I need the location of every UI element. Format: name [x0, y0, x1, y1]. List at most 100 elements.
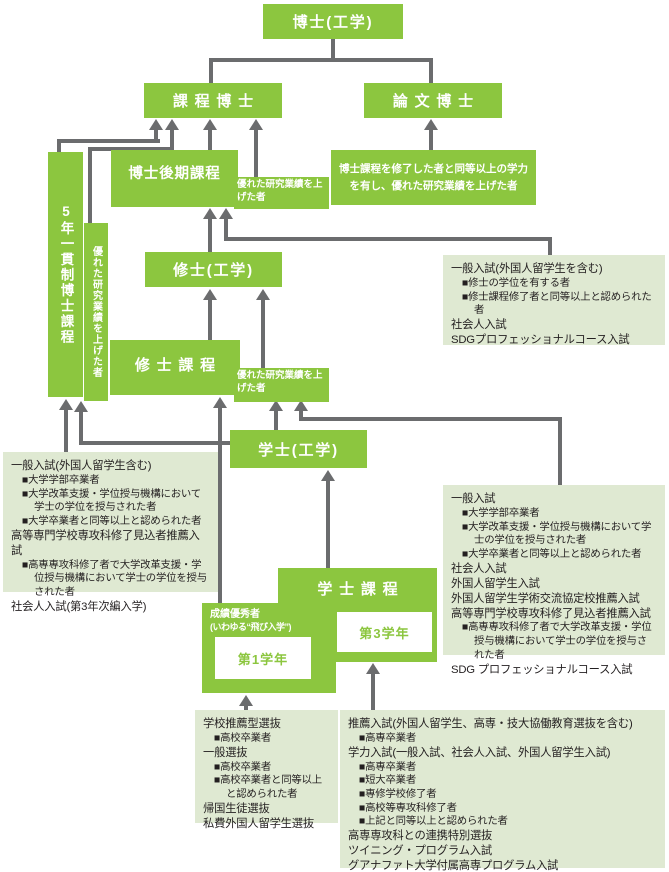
admission-exam-name: 社会人入試 [451, 562, 507, 575]
arrow-up-icon [239, 695, 253, 706]
admission-exam-name: 帰国生徒選抜 [203, 802, 270, 815]
arrow-up-icon [219, 208, 233, 219]
admission-exam-name: 社会人入試 [451, 319, 507, 332]
connector-line [299, 417, 562, 421]
connector-line [170, 130, 174, 151]
connector-line [64, 410, 68, 452]
arrow-up-icon [203, 289, 217, 300]
admission-exam-name: SDG プロフェッショナルコース入試 [451, 663, 633, 676]
admission-requirement-item: ■大学卒業者と同等以上と認められた者 [462, 549, 642, 561]
node-master-engineering: 修士(工学) [145, 252, 282, 287]
arrow-up-icon [74, 401, 88, 412]
admission-exam-name: SDGプロフェッショナルコース入試 [451, 334, 630, 347]
connector-line [57, 139, 61, 152]
arrow-up-icon [203, 208, 217, 219]
arrow-up-icon [213, 397, 227, 408]
admission-exam-name: 推薦入試(外国人留学生、高専・技大協働教育選抜を含む) [348, 718, 633, 730]
admission-exam-name: ツイニング・プログラム入試 [348, 845, 492, 858]
arrow-up-icon [366, 663, 380, 674]
connector-line [331, 38, 335, 60]
admission-requirement-item: ■高専卒業者 [359, 732, 417, 744]
connector-line [218, 408, 222, 603]
admission-requirement-item: ■高校等専攻科修了者 [359, 802, 457, 814]
node-master-course: 修士課程 [110, 340, 240, 395]
admission-requirement-item: ■高専専攻科修了者で大学改革支援・学位授与機構において学士の学位を授与された者 [462, 622, 652, 661]
admission-exam-name: 一般入試 [451, 493, 496, 505]
arrow-up-icon [59, 399, 73, 410]
node-doctoral-later-course: 博士後期課程 [111, 150, 238, 207]
node-course-doctor: 課程博士 [144, 83, 282, 118]
admission-exam-name: 一般入試(外国人留学生を含む) [451, 263, 603, 275]
arrow-up-icon [149, 119, 163, 130]
node-five-year-doctoral-program: 5年一貫制博士課程 [48, 152, 83, 397]
admission-requirement-item: ■高校卒業者と同等以上と認められた者 [214, 775, 322, 801]
admission-exam-name: 社会人入試(第3年次編入学) [11, 600, 147, 613]
admission-exam-name: 私費外国人留学生選抜 [203, 817, 314, 830]
connector-line [429, 130, 433, 150]
arrow-up-icon [294, 400, 308, 411]
connector-line [558, 417, 562, 485]
node-bachelor-engineering: 学士(工学) [230, 430, 367, 468]
connector-line [208, 300, 212, 340]
admission-exam-name: 外国人留学生入試 [451, 577, 540, 590]
arrow-up-icon [256, 289, 270, 300]
node-year-3: 第3学年 [337, 612, 432, 652]
admission-requirement-item: ■修士の学位を有する者 [462, 277, 570, 289]
connector-line [224, 219, 228, 241]
connector-line [326, 481, 330, 568]
admission-requirement-item: ■修士課程修了者と同等以上と認められた者 [462, 291, 652, 317]
admission-requirement-item: ■上記と同等以上と認められた者 [359, 816, 508, 828]
arrow-up-icon [203, 119, 217, 130]
connector-line [57, 139, 160, 143]
connector-line [371, 674, 375, 712]
node-year-1: 第1学年 [215, 637, 311, 679]
connector-line [79, 412, 83, 445]
admission-exam-name: 一般選抜 [203, 746, 248, 759]
admission-exam-name: 高等専門学校専攻科修了見込者推薦入試 [11, 529, 200, 557]
connector-line [224, 237, 552, 241]
admission-exam-name: 学校推薦型選抜 [203, 718, 281, 730]
admission-requirement-item: ■大学学部卒業者 [462, 507, 540, 519]
block-bachelor-entrance-exams: 一般入試 ■大学学部卒業者 ■大学改革支援・学位授与機構において学士の学位を授与され… [443, 485, 665, 676]
connector-line [274, 411, 278, 430]
admission-requirement-item: ■専修学校修了者 [359, 789, 437, 801]
admission-exam-name: 高専専攻科との連携特別選抜 [348, 830, 493, 843]
admission-requirement-item: ■大学改革支援・学位授与機構において学士の学位を授与された者 [462, 521, 652, 547]
connector-line [429, 58, 433, 83]
strip-excellent-research: 優れた研究業績を上げた者 [84, 223, 108, 401]
admission-requirement-item: ■高専専攻科修了者で大学改革支援・学位授与機構において学士の学位を授与された者 [22, 559, 207, 599]
admission-requirement-item: ■高校卒業者 [214, 732, 272, 744]
honors-title-text: 成績優秀者 [210, 609, 260, 620]
block-master-entrance-exams: 一般入試(外国人留学生を含む) ■修士の学位を有する者 ■修士課程修了者と同等以上と… [443, 255, 665, 347]
block-left-transfer-exams: 一般入試(外国人留学生含む)■大学学部卒業者■大学改革支援・学位授与機構において… [3, 452, 218, 613]
admission-requirement-item: ■大学学部卒業者 [22, 474, 100, 486]
connector-line [79, 441, 230, 445]
connector-line [209, 58, 213, 83]
admission-exam-name: 外国人留学生学術交流協定校推薦入試 [451, 592, 640, 605]
admission-requirement-item: ■短大卒業者 [359, 775, 417, 787]
connector-line [254, 130, 258, 177]
admission-exam-name: 一般入試(外国人留学生含む) [11, 460, 152, 472]
arrow-up-icon [321, 470, 335, 481]
honors-title: 成績優秀者 (いわゆる“飛び入学”) [210, 609, 292, 634]
connector-line [244, 706, 248, 712]
admission-requirement-item: ■高専卒業者 [359, 761, 417, 773]
arrow-up-icon [269, 400, 283, 411]
connector-line [154, 130, 158, 143]
arrow-up-icon [249, 119, 263, 130]
node-doctor-engineering: 博士(工学) [263, 4, 403, 39]
admission-exam-name: グアナファト大学付属高専プログラム入試 [348, 860, 559, 872]
label-excellent-research-doctor: 優れた研究業績を上げた者 [234, 177, 329, 209]
admission-requirement-item: ■高校卒業者 [214, 761, 272, 773]
label-excellent-research-master: 優れた研究業績を上げた者 [234, 368, 329, 402]
connector-line [261, 300, 265, 368]
connector-line [88, 147, 174, 151]
block-third-year-entrance-exams: 推薦入試(外国人留学生、高専・技大協働教育選抜を含む)■高専卒業者学力入試(一般… [340, 710, 665, 872]
honors-subtitle-text: (いわゆる“飛び入学”) [210, 621, 292, 632]
admission-requirement-item: ■大学卒業者と同等以上と認められた者 [22, 516, 202, 528]
connector-line [88, 147, 92, 223]
connector-line [209, 58, 433, 62]
connector-line [208, 219, 212, 252]
connector-line [548, 237, 552, 255]
